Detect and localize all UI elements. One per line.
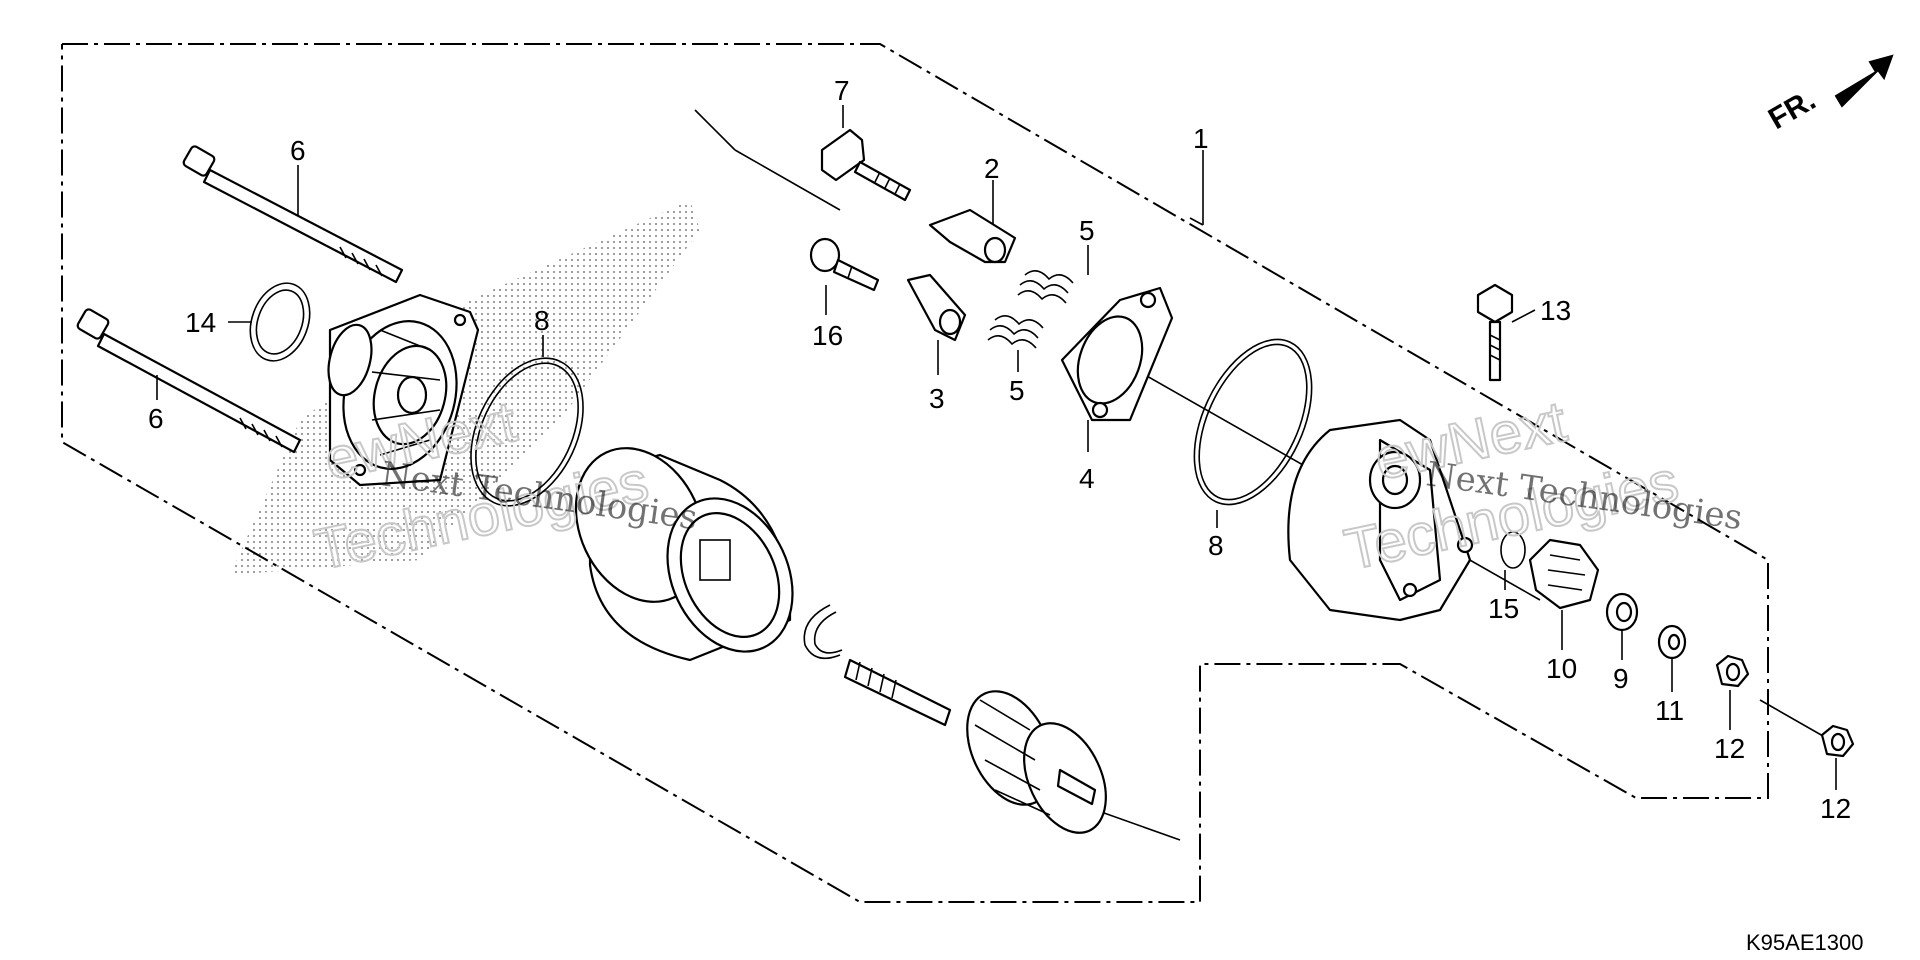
brush-3 xyxy=(906,273,967,342)
callout-11: 11 xyxy=(1655,695,1684,726)
callout-10: 10 xyxy=(1546,653,1577,684)
dotted-shading xyxy=(230,200,700,575)
collar-9 xyxy=(1605,592,1639,632)
callout-6b: 6 xyxy=(148,403,164,434)
nut-12-left xyxy=(1715,654,1750,688)
snap-ring xyxy=(803,604,843,660)
assembly-outline xyxy=(61,43,1769,903)
callout-15: 15 xyxy=(1488,593,1519,624)
drawing-code: K95AE1300 xyxy=(1746,930,1863,955)
brush-holder-4 xyxy=(1060,286,1174,422)
front-arrow-icon xyxy=(1834,54,1894,108)
callout-5b: 5 xyxy=(1009,375,1025,406)
callout-14: 14 xyxy=(185,307,216,338)
bolt-16 xyxy=(809,237,880,292)
brush-2 xyxy=(928,208,1017,264)
callout-7: 7 xyxy=(834,75,850,106)
yoke-housing xyxy=(574,447,794,662)
callout-5a: 5 xyxy=(1079,215,1095,246)
callout-16: 16 xyxy=(812,320,843,351)
callout-12b: 12 xyxy=(1820,793,1851,824)
bolt-13 xyxy=(1476,283,1514,382)
o-ring-8-right xyxy=(1193,338,1313,506)
front-direction-indicator: FR. xyxy=(1763,54,1894,136)
spring-5-lower xyxy=(987,315,1044,349)
callout-13: 13 xyxy=(1540,295,1571,326)
nut-12-right xyxy=(1820,724,1855,758)
washer-11 xyxy=(1657,624,1687,660)
ring-15 xyxy=(1500,531,1526,569)
callouts: 1 2 3 4 5 5 6 6 7 8 8 9 10 11 12 12 13 1… xyxy=(148,75,1851,824)
callout-2: 2 xyxy=(984,153,1000,184)
callout-9: 9 xyxy=(1613,663,1629,694)
front-direction-label: FR. xyxy=(1763,83,1821,136)
through-bolt-lower xyxy=(76,308,302,454)
callout-12a: 12 xyxy=(1714,733,1745,764)
callout-4: 4 xyxy=(1079,463,1095,494)
terminal-bolt-7 xyxy=(820,128,912,202)
spring-5-upper xyxy=(1017,270,1074,304)
front-housing xyxy=(1287,418,1474,622)
clutch-10 xyxy=(1528,538,1600,610)
armature xyxy=(843,658,1107,834)
o-ring-8-left xyxy=(470,357,584,507)
callout-8b: 8 xyxy=(1208,530,1224,561)
callout-3: 3 xyxy=(929,383,945,414)
rear-cover xyxy=(327,293,480,487)
leader-lines xyxy=(156,105,1837,790)
callout-1: 1 xyxy=(1193,123,1209,154)
through-bolt-upper xyxy=(182,145,404,284)
callout-6a: 6 xyxy=(290,135,306,166)
callout-8a: 8 xyxy=(534,305,550,336)
o-ring-14 xyxy=(249,282,311,362)
